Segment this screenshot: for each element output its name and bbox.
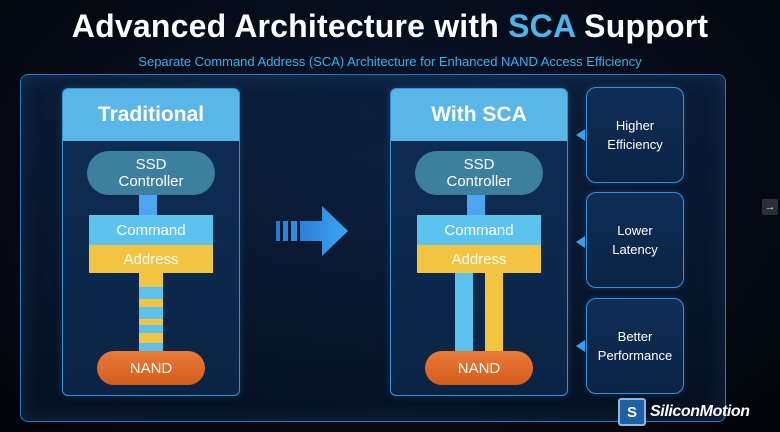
traditional-nand: NAND [97,351,205,385]
bus-segment-command [139,325,163,333]
feature-line2: Latency [612,242,658,257]
sca-panel: With SCA SSD Controller Command Address … [390,88,568,396]
feature-higher-efficiency: Higher Efficiency [586,87,684,183]
title-accent: SCA [508,8,576,44]
slide-title: Advanced Architecture with SCA Support [0,8,780,45]
bus-segment-command [139,287,163,299]
bus-segment-command [139,343,163,351]
slide-subtitle: Separate Command Address (SCA) Architect… [138,54,642,69]
feature-lower-latency: Lower Latency [586,192,684,288]
traditional-command-block: Command [89,215,213,245]
silicon-motion-logo: S SiliconMotion [618,396,778,428]
bus-segment-address [139,319,163,325]
controller-label-line2: Controller [118,173,184,190]
feature-line1: Higher [615,118,655,133]
sca-address-lane [485,273,503,353]
feature-line1: Better [617,329,653,344]
triangle-left-icon [576,340,585,352]
traditional-panel: Traditional SSD Controller Command Addre… [62,88,240,396]
arrow-right-icon [276,206,348,256]
sca-address-block: Address [417,245,541,273]
logo-mark-icon: S [618,398,646,426]
next-slide-button[interactable]: → [762,199,778,215]
sca-command-block: Command [417,215,541,245]
triangle-left-icon [576,236,585,248]
sca-ssd-controller: SSD Controller [415,151,543,195]
bus-segment-address [139,273,163,287]
title-prefix: Advanced Architecture with [71,8,509,44]
bus-segment-address [139,333,163,343]
sca-header: With SCA [391,89,567,141]
sca-command-lane [455,273,473,353]
sca-controller-bus [467,195,485,215]
traditional-controller-bus [139,195,157,215]
title-suffix: Support [575,8,709,44]
traditional-header: Traditional [63,89,239,141]
feature-line2: Efficiency [607,137,663,152]
bus-segment-address [139,299,163,307]
traditional-ssd-controller: SSD Controller [87,151,215,195]
controller-label-line2: Controller [446,173,512,190]
feature-line1: Lower [617,223,653,238]
controller-label-line1: SSD [463,156,495,173]
bus-segment-command [139,307,163,319]
logo-text: SiliconMotion [650,403,750,420]
feature-better-performance: Better Performance [586,298,684,394]
triangle-left-icon [576,129,585,141]
controller-label-line1: SSD [135,156,167,173]
traditional-address-block: Address [89,245,213,273]
feature-line2: Performance [597,348,673,363]
sca-nand: NAND [425,351,533,385]
